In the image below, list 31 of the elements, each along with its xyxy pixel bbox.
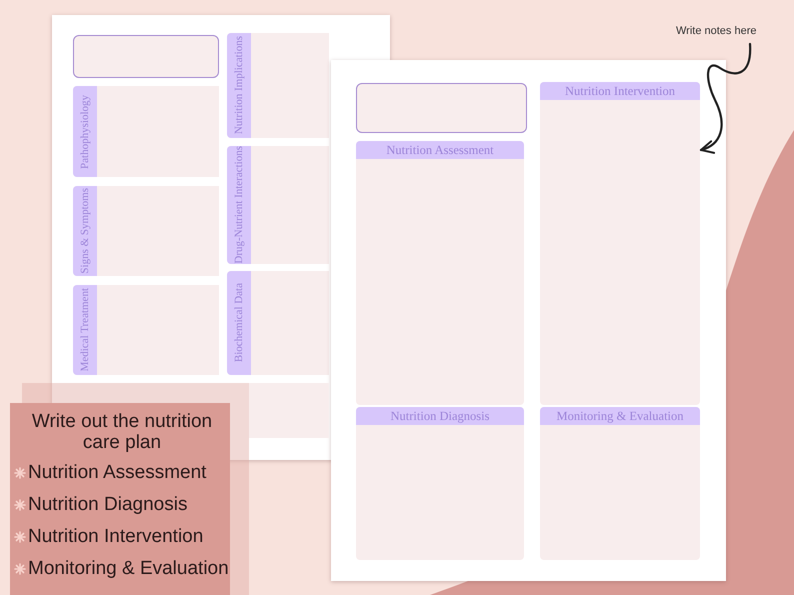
- writing-panel: [73, 86, 219, 177]
- writing-panel: [227, 146, 329, 264]
- section-heading: Drug-Nutrient Interactions: [234, 146, 244, 264]
- section-heading: Monitoring & Evaluation: [556, 408, 684, 424]
- section-heading: Nutrition Intervention: [564, 84, 676, 98]
- section-heading: Medical Treatment: [80, 288, 90, 372]
- section-heading: Pathophysiology: [80, 94, 90, 168]
- writing-panel: [73, 186, 219, 276]
- writing-panel: [227, 33, 329, 138]
- card-heading: Write out the nutrition care plan: [30, 411, 214, 453]
- section-heading: Biochemical Data: [234, 283, 244, 363]
- writing-panel: [540, 82, 700, 405]
- curly-arrow: [700, 42, 752, 153]
- section-heading: Nutrition Assessment: [386, 142, 494, 158]
- list-item: Nutrition Assessment: [28, 462, 206, 484]
- writing-panel: [540, 407, 700, 560]
- title-field: [356, 83, 527, 133]
- writing-panel: [356, 407, 524, 560]
- writing-panel: [227, 271, 329, 375]
- section-heading: Nutrition Implications: [234, 36, 244, 135]
- section-heading: Nutrition Diagnosis: [390, 408, 490, 424]
- title-field: [73, 35, 219, 78]
- writing-panel: [73, 285, 219, 375]
- list-item: Monitoring & Evaluation: [28, 558, 229, 580]
- section-heading: Signs & Symptoms: [80, 188, 90, 274]
- worksheet-page: [331, 60, 726, 581]
- info-card: [10, 403, 230, 595]
- list-item: Nutrition Diagnosis: [28, 494, 188, 516]
- note-text: Write notes here: [676, 25, 758, 42]
- list-item: Nutrition Intervention: [28, 526, 204, 548]
- writing-panel: [356, 141, 524, 405]
